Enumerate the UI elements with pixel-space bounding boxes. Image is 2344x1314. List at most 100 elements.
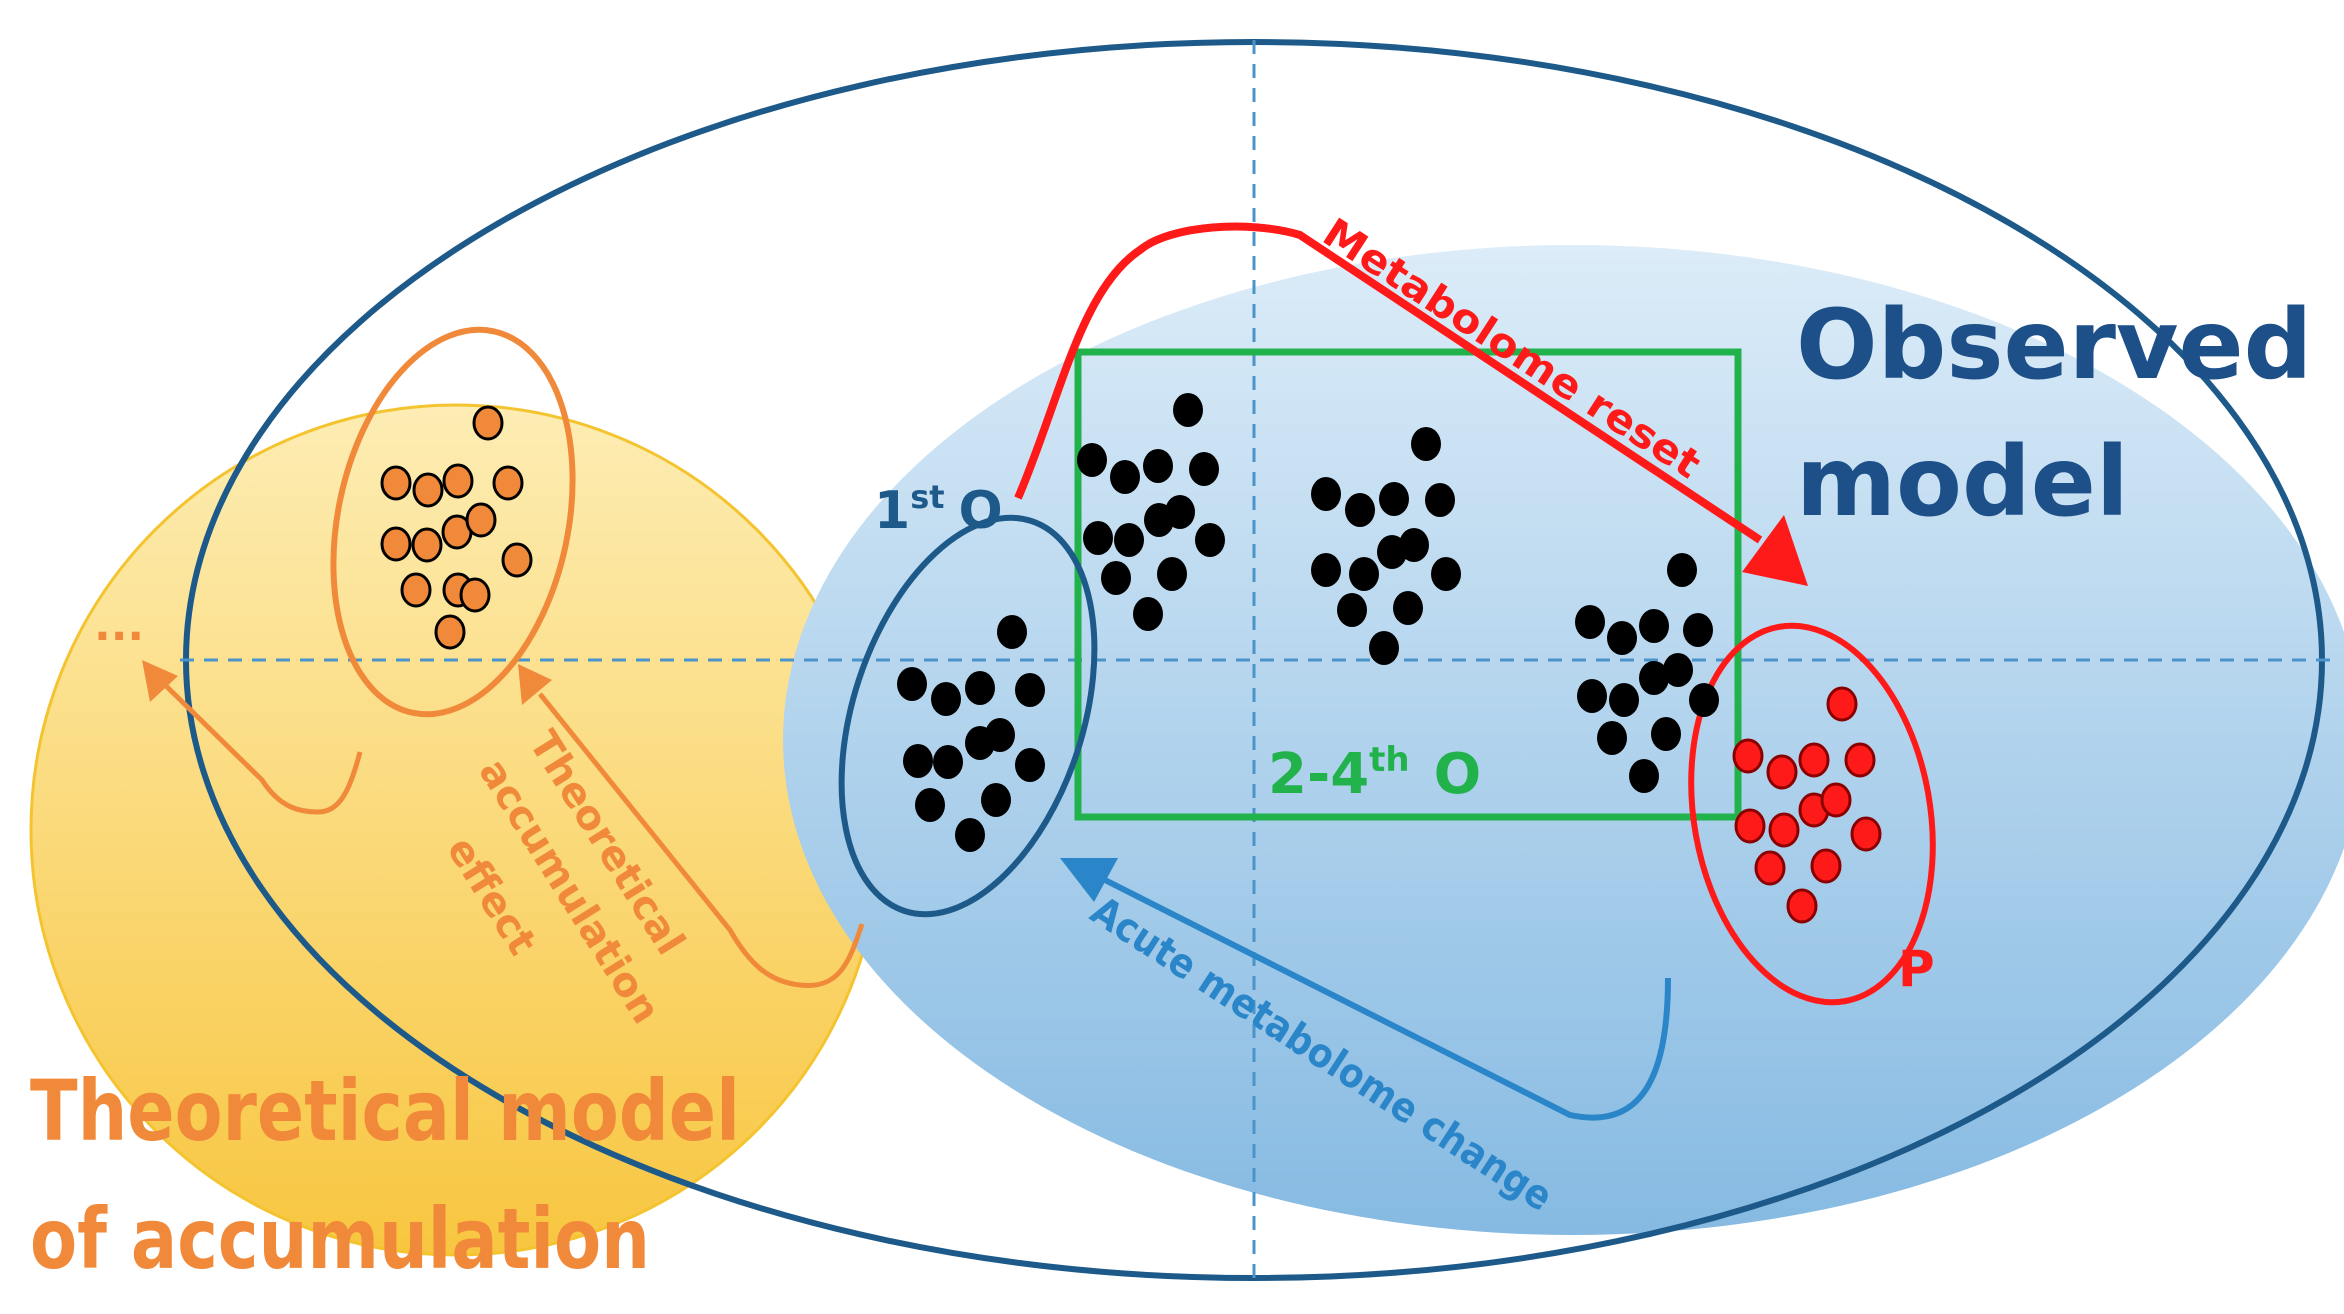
black-dot: [1077, 443, 1107, 477]
black-dot: [1345, 493, 1375, 527]
p-cluster-ellipse: [1688, 622, 1936, 1006]
ellipsis-arrowhead: [142, 660, 178, 702]
black-dot: [1083, 521, 1113, 555]
orange-dot: [434, 614, 466, 650]
black-dot: [1425, 483, 1455, 517]
orange-dot: [380, 465, 412, 501]
black-dot: [1195, 523, 1225, 557]
black-dot: [981, 783, 1011, 817]
black-dot: [1337, 593, 1367, 627]
observed-model-title-line2: model: [1796, 426, 2129, 538]
theoretical-model-title-line2: of accumulation: [30, 1190, 650, 1288]
red-dot: [1820, 782, 1852, 818]
repeat-occasions-box: [1074, 348, 1742, 821]
black-dot: [985, 718, 1015, 752]
black-dot: [1575, 605, 1605, 639]
black-dot: [1399, 528, 1429, 562]
ellipsis-label: ...: [94, 600, 144, 651]
black-dot: [1639, 661, 1669, 695]
black-dot: [1133, 597, 1163, 631]
metabolome-reset-arrow: [1014, 222, 1763, 544]
black-dot: [1165, 495, 1195, 529]
p-dot-cluster: [1732, 686, 1882, 924]
black-dot: [1651, 717, 1681, 751]
black-dot: [1667, 553, 1697, 587]
red-dot: [1850, 816, 1882, 852]
black-dot: [955, 818, 985, 852]
black-dot: [1683, 613, 1713, 647]
black-dot: [1173, 393, 1203, 427]
theoretical-cluster-ellipse: [330, 326, 576, 718]
black-dot: [933, 745, 963, 779]
black-dot: [1143, 449, 1173, 483]
third-occasion-dot-cluster: [1311, 427, 1461, 665]
black-dot: [1349, 557, 1379, 591]
red-dot: [1768, 812, 1800, 848]
theoretical-model-title-line1: Theoretical model: [30, 1062, 740, 1160]
theoretical-dot-cluster: [380, 405, 533, 650]
black-dot: [1015, 673, 1045, 707]
black-dot: [1311, 477, 1341, 511]
black-dot: [1609, 683, 1639, 717]
red-dot: [1844, 742, 1876, 778]
red-dot: [1732, 738, 1764, 774]
black-dot: [1157, 557, 1187, 591]
acute-change-arrowhead: [1060, 858, 1118, 902]
red-dot: [1766, 754, 1798, 790]
black-dot: [931, 682, 961, 716]
black-dot: [1101, 561, 1131, 595]
black-dot: [897, 667, 927, 701]
black-dot: [1663, 653, 1693, 687]
second-occasion-dot-cluster: [1077, 393, 1225, 631]
orange-dot: [492, 465, 524, 501]
orange-dot: [380, 526, 412, 562]
accumulation-arrowhead: [518, 664, 552, 705]
black-dot: [1689, 683, 1719, 717]
black-dot: [903, 744, 933, 778]
black-dot: [1015, 748, 1045, 782]
orange-dot: [400, 572, 432, 608]
black-dot: [1577, 679, 1607, 713]
black-dot: [1393, 591, 1423, 625]
p-label: P: [1898, 940, 1935, 998]
black-dot: [997, 615, 1027, 649]
black-dot: [1639, 609, 1669, 643]
black-dot: [1311, 553, 1341, 587]
black-dot: [1379, 482, 1409, 516]
black-dot: [1629, 759, 1659, 793]
black-dot: [1114, 523, 1144, 557]
first-occasion-dot-cluster: [897, 615, 1045, 852]
black-dot: [915, 788, 945, 822]
orange-dot: [412, 472, 444, 508]
black-dot: [1597, 721, 1627, 755]
red-dot: [1798, 742, 1830, 778]
observed-model-region: [783, 245, 2344, 1235]
black-dot: [1411, 427, 1441, 461]
first-occasion-ellipse: [838, 514, 1098, 918]
red-dot: [1826, 686, 1858, 722]
black-dot: [1369, 631, 1399, 665]
black-dot: [1431, 557, 1461, 591]
black-dot: [1110, 460, 1140, 494]
red-dot: [1734, 808, 1766, 844]
observed-model-title-line1: Observed: [1796, 289, 2312, 401]
orange-dot: [501, 542, 533, 578]
acute-change-arrow: [1103, 877, 1671, 1121]
red-dot: [1754, 850, 1786, 886]
orange-dot: [465, 502, 497, 538]
fourth-occasion-dot-cluster: [1575, 553, 1719, 793]
black-dot: [1607, 621, 1637, 655]
black-dot: [965, 671, 995, 705]
red-dot: [1810, 848, 1842, 884]
orange-dot: [472, 405, 504, 441]
accumulation-arrow: [538, 692, 865, 989]
orange-dot: [442, 463, 474, 499]
red-dot: [1786, 888, 1818, 924]
ellipsis-arrow: [158, 678, 363, 815]
black-dot: [1189, 452, 1219, 486]
orange-dot: [411, 527, 443, 563]
orange-dot: [459, 577, 491, 613]
